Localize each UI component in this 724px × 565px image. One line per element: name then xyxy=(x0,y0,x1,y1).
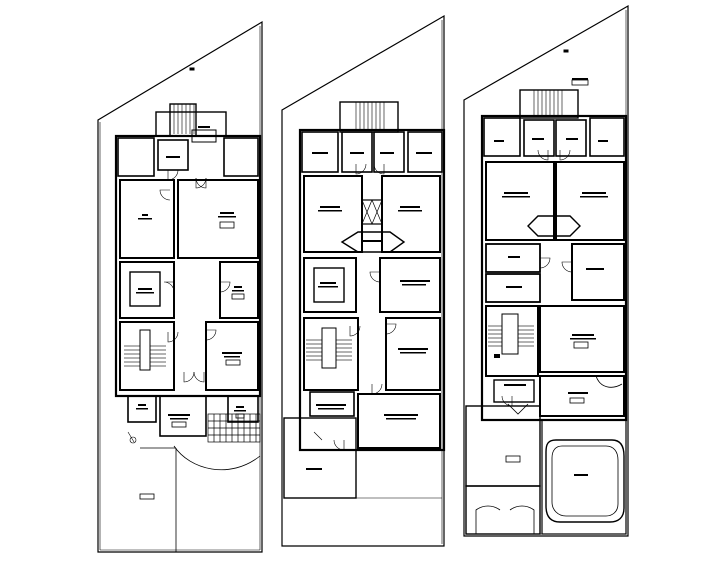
site-boundary xyxy=(97,20,263,553)
tiled-patio xyxy=(207,413,261,443)
building-outline xyxy=(298,128,446,452)
site-boundary xyxy=(281,14,445,547)
floor-plan-middle xyxy=(281,14,446,547)
site-boundary xyxy=(463,4,629,537)
floor-plan-right xyxy=(463,4,629,537)
staircase-middle xyxy=(485,305,539,377)
staircase-top xyxy=(519,89,579,119)
staircase-middle xyxy=(303,317,359,391)
swimming-pool xyxy=(541,419,627,535)
floor-plan-left xyxy=(97,20,263,553)
staircase-middle-left xyxy=(119,321,175,391)
staircase-top xyxy=(339,101,399,133)
